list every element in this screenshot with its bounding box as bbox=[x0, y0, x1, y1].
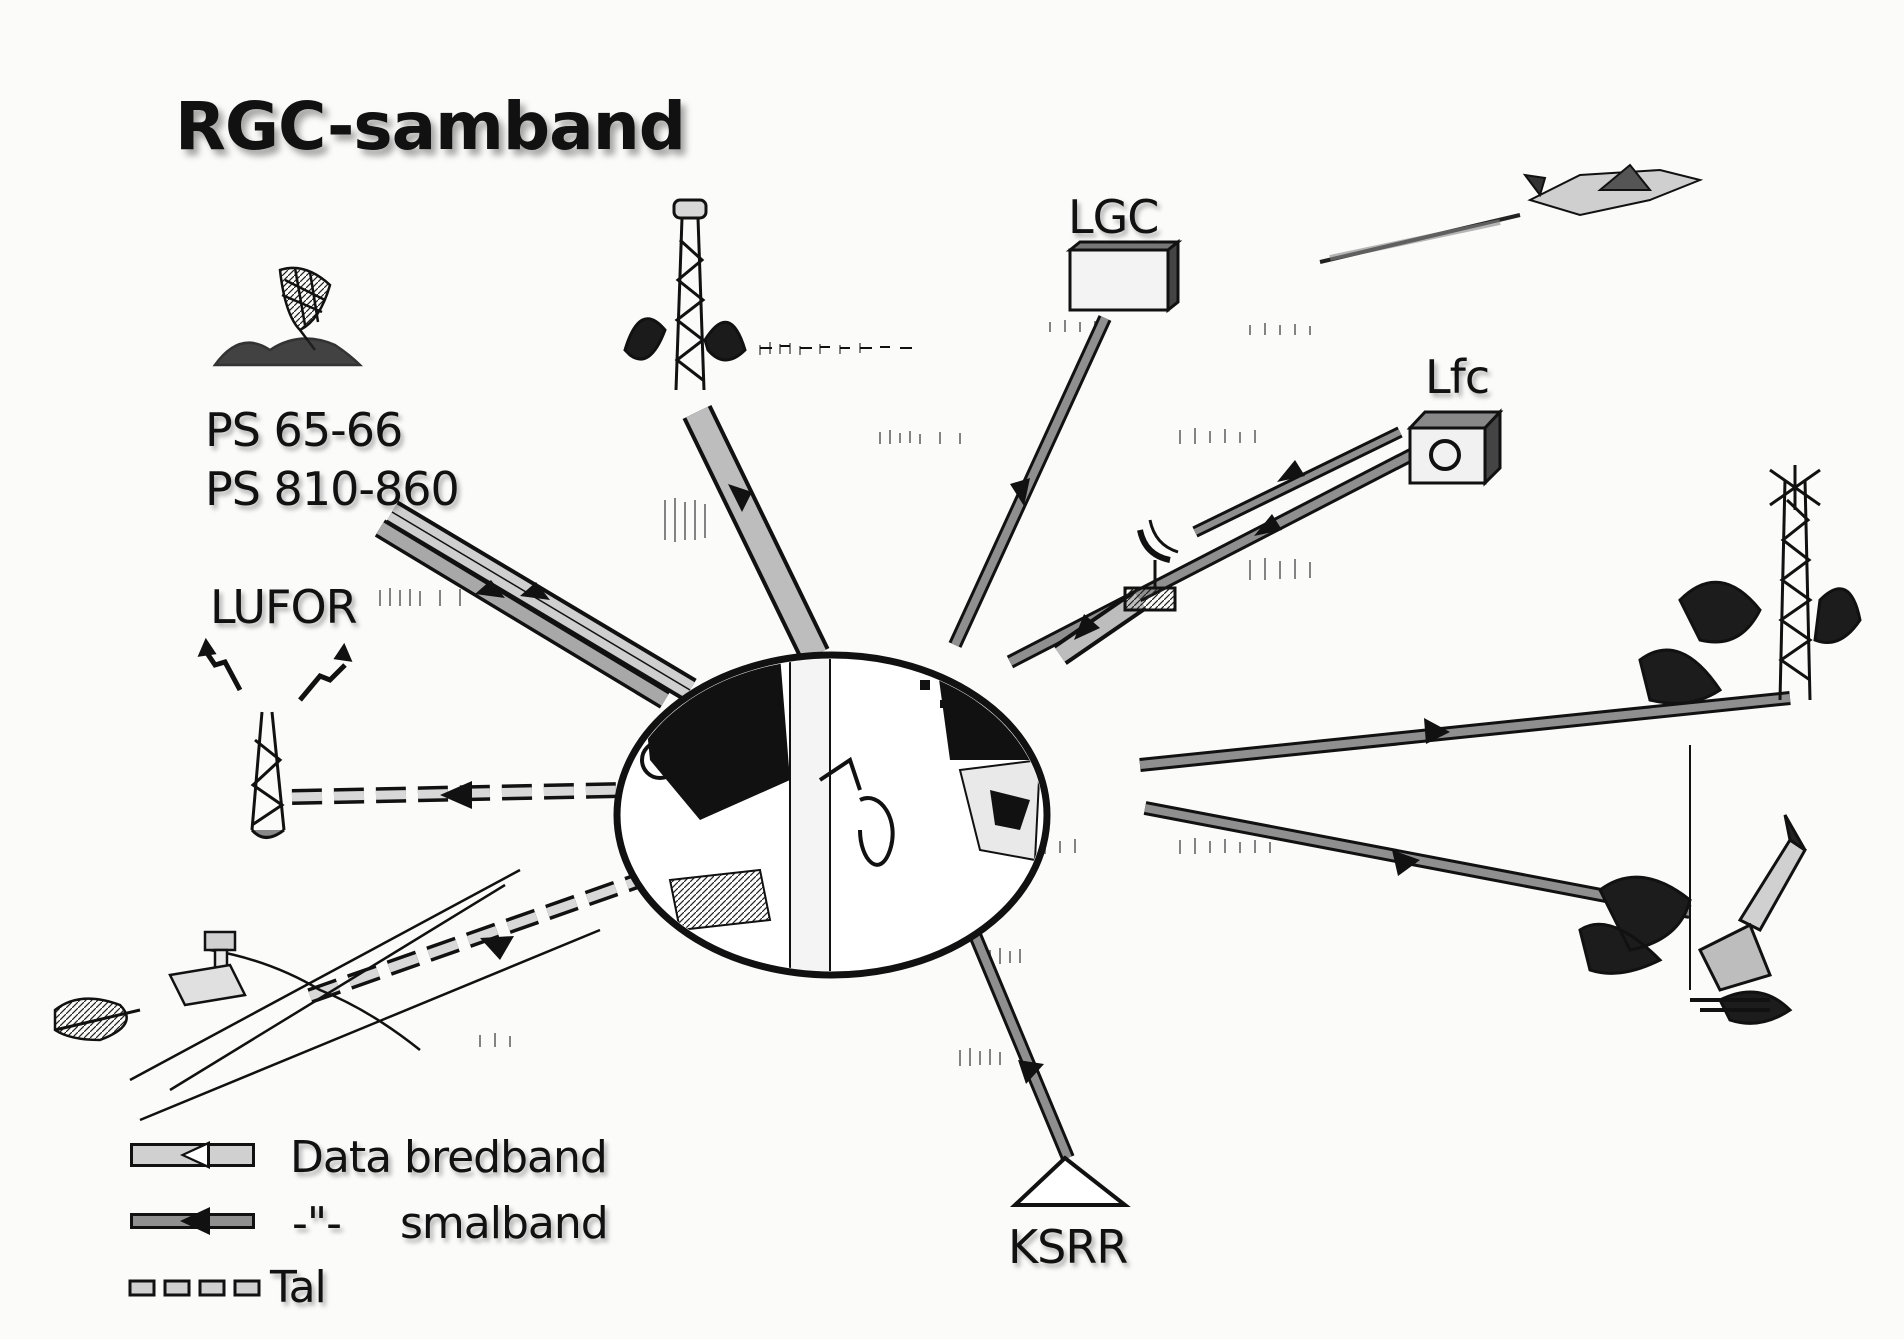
diagram-title: RGC-samband bbox=[175, 88, 686, 165]
control-room-hub bbox=[613, 651, 1051, 979]
lgc-label: LGC bbox=[1068, 190, 1159, 244]
connection-lines bbox=[291, 315, 1791, 1161]
ps-radar-label-line2: PS 810-860 bbox=[205, 462, 460, 516]
link-lgc-narrowband bbox=[948, 315, 1112, 648]
legend-ditto-mark: -"- bbox=[292, 1198, 342, 1249]
lufor-label: LUFOR bbox=[210, 580, 358, 634]
lfc-label: Lfc bbox=[1425, 350, 1490, 404]
missile-launcher-icon bbox=[1578, 745, 1807, 1025]
lgc-building-icon bbox=[1065, 238, 1183, 314]
lufor-antenna-icon bbox=[197, 637, 353, 839]
legend-voice-label: Tal bbox=[270, 1262, 327, 1313]
legend-voice-symbol bbox=[128, 1279, 261, 1297]
ps-radar-label-line1: PS 65-66 bbox=[205, 403, 403, 457]
link-radio-mast-narrowband bbox=[1139, 691, 1791, 772]
ksrr-label: KSRR bbox=[1008, 1220, 1128, 1274]
lfc-unit-icon bbox=[1406, 408, 1504, 487]
link-ps-radar-wideband bbox=[374, 500, 697, 709]
legend-symbols bbox=[128, 1141, 261, 1297]
legend-wideband-symbol bbox=[130, 1141, 255, 1169]
legend-wideband-label: Data bredband bbox=[290, 1132, 608, 1183]
legend-narrowband-symbol bbox=[130, 1207, 255, 1235]
small-radar-icon bbox=[1123, 519, 1179, 612]
radar-mast-icon bbox=[623, 198, 912, 391]
airfield-icon bbox=[53, 868, 601, 1122]
link-missile-site-narrowband bbox=[1143, 801, 1692, 919]
link-mast-wideband bbox=[682, 405, 830, 662]
radar-dish-icon bbox=[212, 266, 364, 367]
link-lufor-voice bbox=[291, 781, 621, 809]
aircraft-icon bbox=[1319, 163, 1704, 264]
ksrr-station-icon bbox=[1009, 1155, 1131, 1207]
link-lfc-narrowband bbox=[1006, 426, 1421, 669]
link-airfield-voice bbox=[307, 872, 643, 1004]
radio-mast-icon bbox=[1638, 465, 1862, 705]
link-ksrr-narrowband bbox=[968, 932, 1075, 1161]
legend-narrowband-label: smalband bbox=[400, 1198, 609, 1249]
